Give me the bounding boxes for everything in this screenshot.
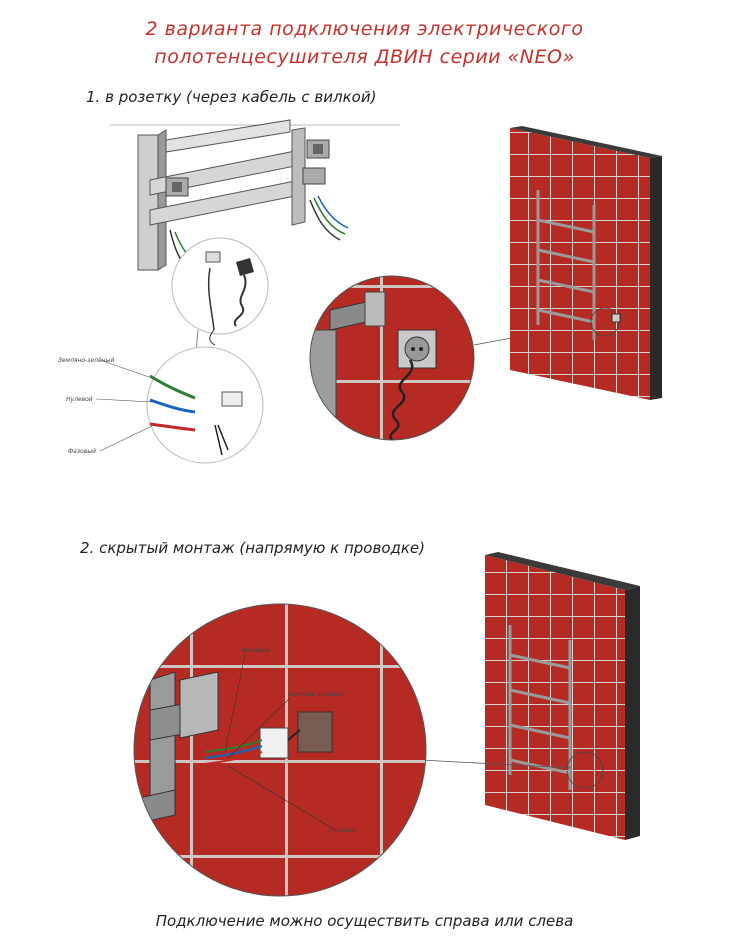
heading-line-1: 2 варианта подключения электрического [145,18,584,40]
wire-label: Земляно-зелёный [288,691,344,698]
wall-option-1 [510,126,662,400]
hidden-wiring-closeup [133,603,427,897]
wire-label: Фазовый [68,448,96,455]
wire-label: Фазовый [242,647,270,654]
socket-closeup [309,275,475,441]
footer-note: Подключение можно осуществить справа или… [155,912,574,930]
wire-label: Нулевой [330,827,357,834]
wire-label: Нулевой [66,396,93,403]
wire-labels-2: Фазовый Земляно-зелёный Нулевой [224,647,357,834]
option-1-label: 1. в розетку (через кабель с вилкой) [86,88,377,106]
wall-option-2 [485,552,640,840]
wire-labels-1: Земляно-зелёный Нулевой Фазовый [58,357,153,455]
heading-line-2: полотенцесушителя ДВИН серии «NEO» [154,46,575,68]
rail-closeup [137,119,349,271]
wire-detail [146,346,264,464]
plug-detail [171,237,269,346]
wire-label: Земляно-зелёный [58,357,114,364]
option-2-label: 2. скрытый монтаж (напрямую к проводке) [80,539,426,557]
